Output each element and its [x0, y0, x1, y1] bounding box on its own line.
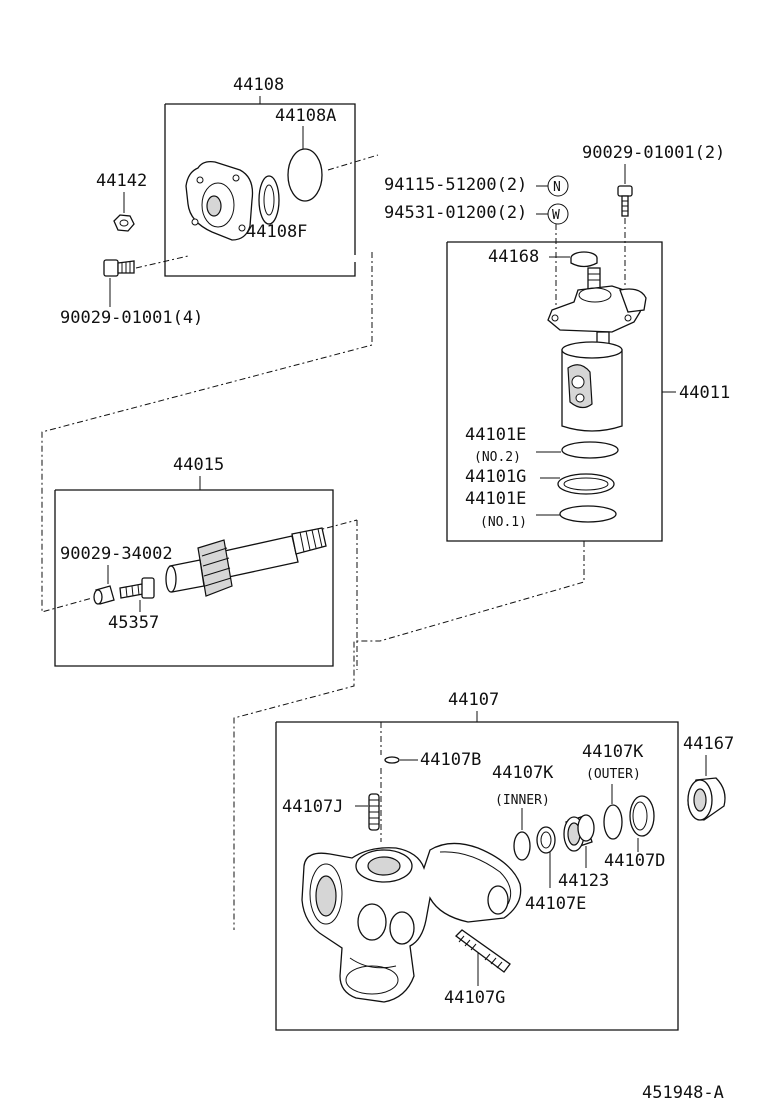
label-44107J: 44107J: [282, 797, 343, 817]
label-no1: (NO.1): [480, 515, 527, 530]
small-bolt-icon: [617, 185, 633, 217]
gasket-icon: [258, 175, 280, 225]
inner-o-ring-icon: [513, 831, 531, 861]
label-44108: 44108: [233, 75, 284, 95]
label-44101G: 44101G: [465, 467, 526, 487]
label-44101E-no2: 44101E: [465, 425, 526, 445]
piston-44123-icon: [563, 814, 595, 852]
label-44107E: 44107E: [525, 894, 586, 914]
label-44107B: 44107B: [420, 750, 481, 770]
label-outer: (OUTER): [586, 767, 641, 782]
small-o-ring-icon: [384, 756, 400, 764]
label-44015: 44015: [173, 455, 224, 475]
label-44168: 44168: [488, 247, 539, 267]
label-44108A: 44108A: [275, 106, 336, 126]
bushing-44107E-icon: [536, 826, 556, 854]
symbol-w: W: [552, 208, 560, 223]
bolt-45357-icon: [119, 577, 155, 599]
label-44101E-no1: 44101E: [465, 489, 526, 509]
label-45357: 45357: [108, 613, 159, 633]
pinion-shaft-icon: [165, 527, 327, 597]
label-94115-51200: 94115-51200(2): [384, 175, 527, 195]
label-44107: 44107: [448, 690, 499, 710]
stud-icon: [368, 793, 380, 831]
label-44108F: 44108F: [246, 222, 307, 242]
snap-ring-44107D-icon: [629, 795, 655, 837]
label-44107D: 44107D: [604, 851, 665, 871]
label-inner: (INNER): [495, 793, 550, 808]
label-no2: (NO.2): [474, 450, 521, 465]
valve-body-icon: [547, 267, 647, 432]
symbol-n: N: [553, 180, 561, 195]
group-44108: 44108 44108A 44108F: [135, 75, 379, 277]
label-44011: 44011: [679, 383, 730, 403]
o-ring-no1-icon: [559, 505, 617, 523]
label-90029-34002: 90029-34002: [60, 544, 173, 564]
label-44142: 44142: [96, 171, 147, 191]
group-44011: 44011 44168 44101E (NO.2): [446, 224, 730, 542]
label-90029-01001-2: 90029-01001(2): [582, 143, 725, 163]
pump-cover-icon: [185, 160, 254, 241]
stud-bolt-icon: [455, 929, 511, 973]
steering-housing-icon: [301, 842, 522, 1003]
label-44167: 44167: [683, 734, 734, 754]
label-44107G: 44107G: [444, 988, 505, 1008]
nut-icon: [113, 214, 135, 232]
label-44107K-inner: 44107K: [492, 763, 554, 783]
oil-seal-icon: [687, 777, 726, 821]
seal-ring-icon: [557, 473, 615, 495]
bolt-icon: [103, 259, 135, 277]
outer-o-ring-icon: [603, 804, 623, 840]
diagram-reference: 451948-A: [642, 1083, 724, 1103]
o-ring-icon: [287, 148, 323, 202]
cap-icon: [570, 251, 598, 268]
label-44123: 44123: [558, 871, 609, 891]
o-ring-no2-icon: [561, 441, 619, 459]
label-90029-01001-4: 90029-01001(4): [60, 308, 203, 328]
group-44107: 44107 44107B 44107J: [275, 690, 679, 1031]
nut-small-icon: [93, 585, 115, 605]
label-94531-01200: 94531-01200(2): [384, 203, 527, 223]
group-44015: 44015 90029-34002: [54, 455, 358, 670]
label-44107K-outer: 44107K: [582, 742, 644, 762]
